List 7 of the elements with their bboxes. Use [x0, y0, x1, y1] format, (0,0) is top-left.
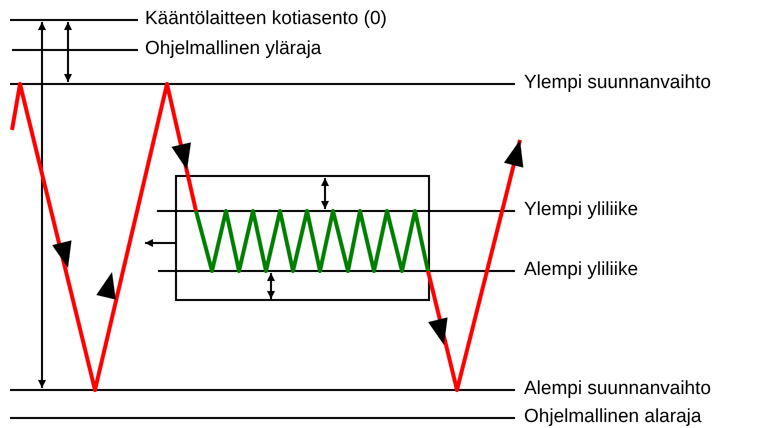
- line-label: Ylempi yliliike: [524, 199, 638, 221]
- line-label: Ohjelmallinen alaraja: [524, 406, 702, 428]
- line-label: Ylempi suunnanvaihto: [524, 72, 711, 94]
- line-label: Ohjelmallinen yläraja: [145, 38, 322, 60]
- line-label: Kääntölaitteen kotiasento (0): [145, 8, 387, 30]
- line-label: Alempi yliliike: [524, 259, 638, 281]
- line-label: Alempi suunnanvaihto: [524, 378, 711, 400]
